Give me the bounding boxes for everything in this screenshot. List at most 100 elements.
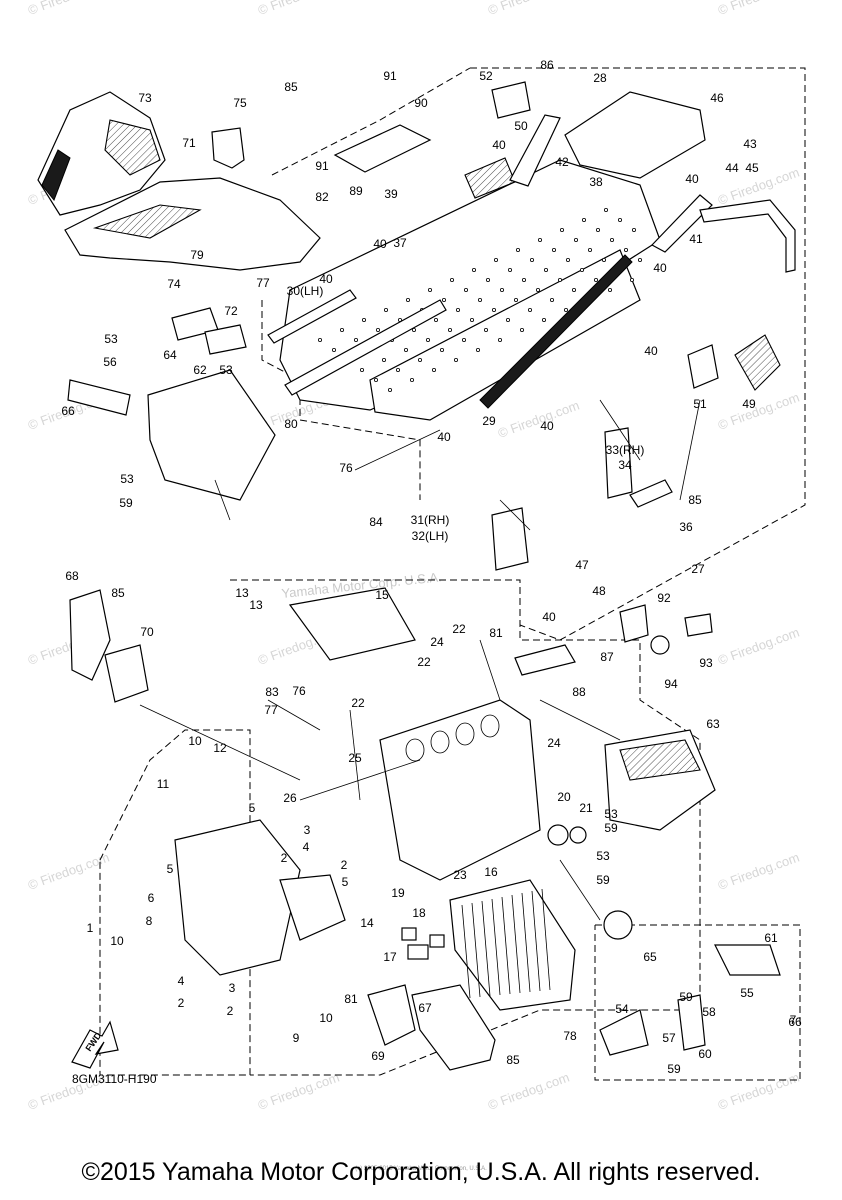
callout-6: 6 [148, 891, 155, 905]
perforation-hole [375, 327, 380, 332]
callout-2: 2 [281, 851, 288, 865]
callout-85: 85 [284, 80, 298, 94]
perforation-hole [317, 337, 322, 342]
leader-line [479, 639, 501, 701]
watermark-text: © Firedog.com [26, 849, 111, 892]
perforation-hole [453, 357, 458, 362]
callout-53: 53 [604, 807, 618, 821]
callout-43: 43 [743, 137, 757, 151]
part-16-spacer [407, 944, 429, 960]
callout-62: 62 [193, 363, 207, 377]
part-41-bracket [651, 194, 713, 253]
part-55-shield [714, 944, 781, 976]
callout-69: 69 [371, 1049, 385, 1063]
callout-51: 51 [693, 397, 707, 411]
callout-40: 40 [685, 172, 699, 186]
leader-lines [139, 399, 701, 921]
perforation-hole [632, 227, 637, 232]
perforation-hole [582, 217, 587, 222]
perforation-hole [624, 247, 629, 252]
perforation-hole [425, 337, 430, 342]
part-20-seal [569, 826, 587, 844]
spindle-block [279, 874, 346, 941]
callout-16: 16 [484, 865, 498, 879]
perforation-hole [373, 377, 378, 382]
callout-45: 45 [745, 161, 759, 175]
perforation-hole [461, 337, 466, 342]
callout-49: 49 [742, 397, 756, 411]
callout-79: 79 [190, 248, 204, 262]
perforation-hole [566, 257, 571, 262]
watermark-text: © Firedog.com [256, 1069, 341, 1112]
radiator-fin [461, 904, 471, 999]
callout-39: 39 [384, 187, 398, 201]
callout-91: 91 [383, 69, 397, 83]
callout-58: 58 [702, 1005, 716, 1019]
part-93-label [684, 613, 713, 637]
perforation-hole [387, 387, 392, 392]
perforation-hole [431, 367, 436, 372]
callout-12: 12 [213, 741, 227, 755]
watermark-text: © Firedog.com [496, 397, 581, 440]
perforation-hole [602, 257, 607, 262]
part-18-bushing [401, 927, 417, 941]
callout-76: 76 [339, 461, 353, 475]
callout-26: 26 [283, 791, 297, 805]
callout-9: 9 [293, 1031, 300, 1045]
part-34-bracket [629, 479, 673, 508]
perforation-hole [405, 297, 410, 302]
perforation-hole [439, 347, 444, 352]
callout-80: 80 [284, 417, 298, 431]
part-65-hub [603, 910, 633, 940]
leader-line [214, 479, 231, 521]
radiator-fins [461, 888, 551, 999]
part-19-bearing [547, 824, 569, 846]
callout-52: 52 [479, 69, 493, 83]
perforation-hole [395, 367, 400, 372]
part-49-plate [734, 334, 781, 391]
callout-4: 4 [303, 840, 310, 854]
perforation-hole [441, 297, 446, 302]
perforation-hole [493, 257, 498, 262]
perforation-hole [381, 357, 386, 362]
perforation-hole [499, 287, 504, 292]
perforation-hole [522, 277, 527, 282]
leader-line [499, 499, 531, 531]
leader-line [559, 859, 601, 921]
callout-1: 1 [87, 921, 94, 935]
perforation-hole [403, 347, 408, 352]
leader-line [349, 709, 361, 801]
front-suspension-bracket [174, 819, 301, 976]
perforation-hole [608, 287, 613, 292]
callout-85: 85 [506, 1053, 520, 1067]
callout-31rh: 31(RH) [411, 513, 450, 527]
callout-20: 20 [557, 790, 571, 804]
perforation-hole [339, 327, 344, 332]
perforation-hole [409, 377, 414, 382]
callout-4: 4 [178, 974, 185, 988]
perforation-hole [552, 247, 557, 252]
callout-75: 75 [233, 96, 247, 110]
callout-74: 74 [167, 277, 181, 291]
callout-78: 78 [563, 1029, 577, 1043]
radiator-fin [531, 890, 541, 992]
callout-53: 53 [104, 332, 118, 346]
perforation-hole [514, 297, 519, 302]
radiator-fin [481, 900, 491, 997]
part-63-vent [619, 739, 701, 781]
callout-59: 59 [679, 990, 693, 1004]
callout-85: 85 [688, 493, 702, 507]
perforation-hole [558, 277, 563, 282]
callout-13: 13 [235, 586, 249, 600]
perforation-hole [507, 267, 512, 272]
perforation-hole [574, 237, 579, 242]
callout-57: 57 [662, 1031, 676, 1045]
callout-54: 54 [615, 1002, 629, 1016]
leader-line [299, 759, 421, 801]
perforation-hole [353, 337, 358, 342]
perforation-hole [572, 287, 577, 292]
lower-left-outline [99, 729, 251, 1076]
callout-59: 59 [119, 496, 133, 510]
part-94-grommet [650, 635, 670, 655]
